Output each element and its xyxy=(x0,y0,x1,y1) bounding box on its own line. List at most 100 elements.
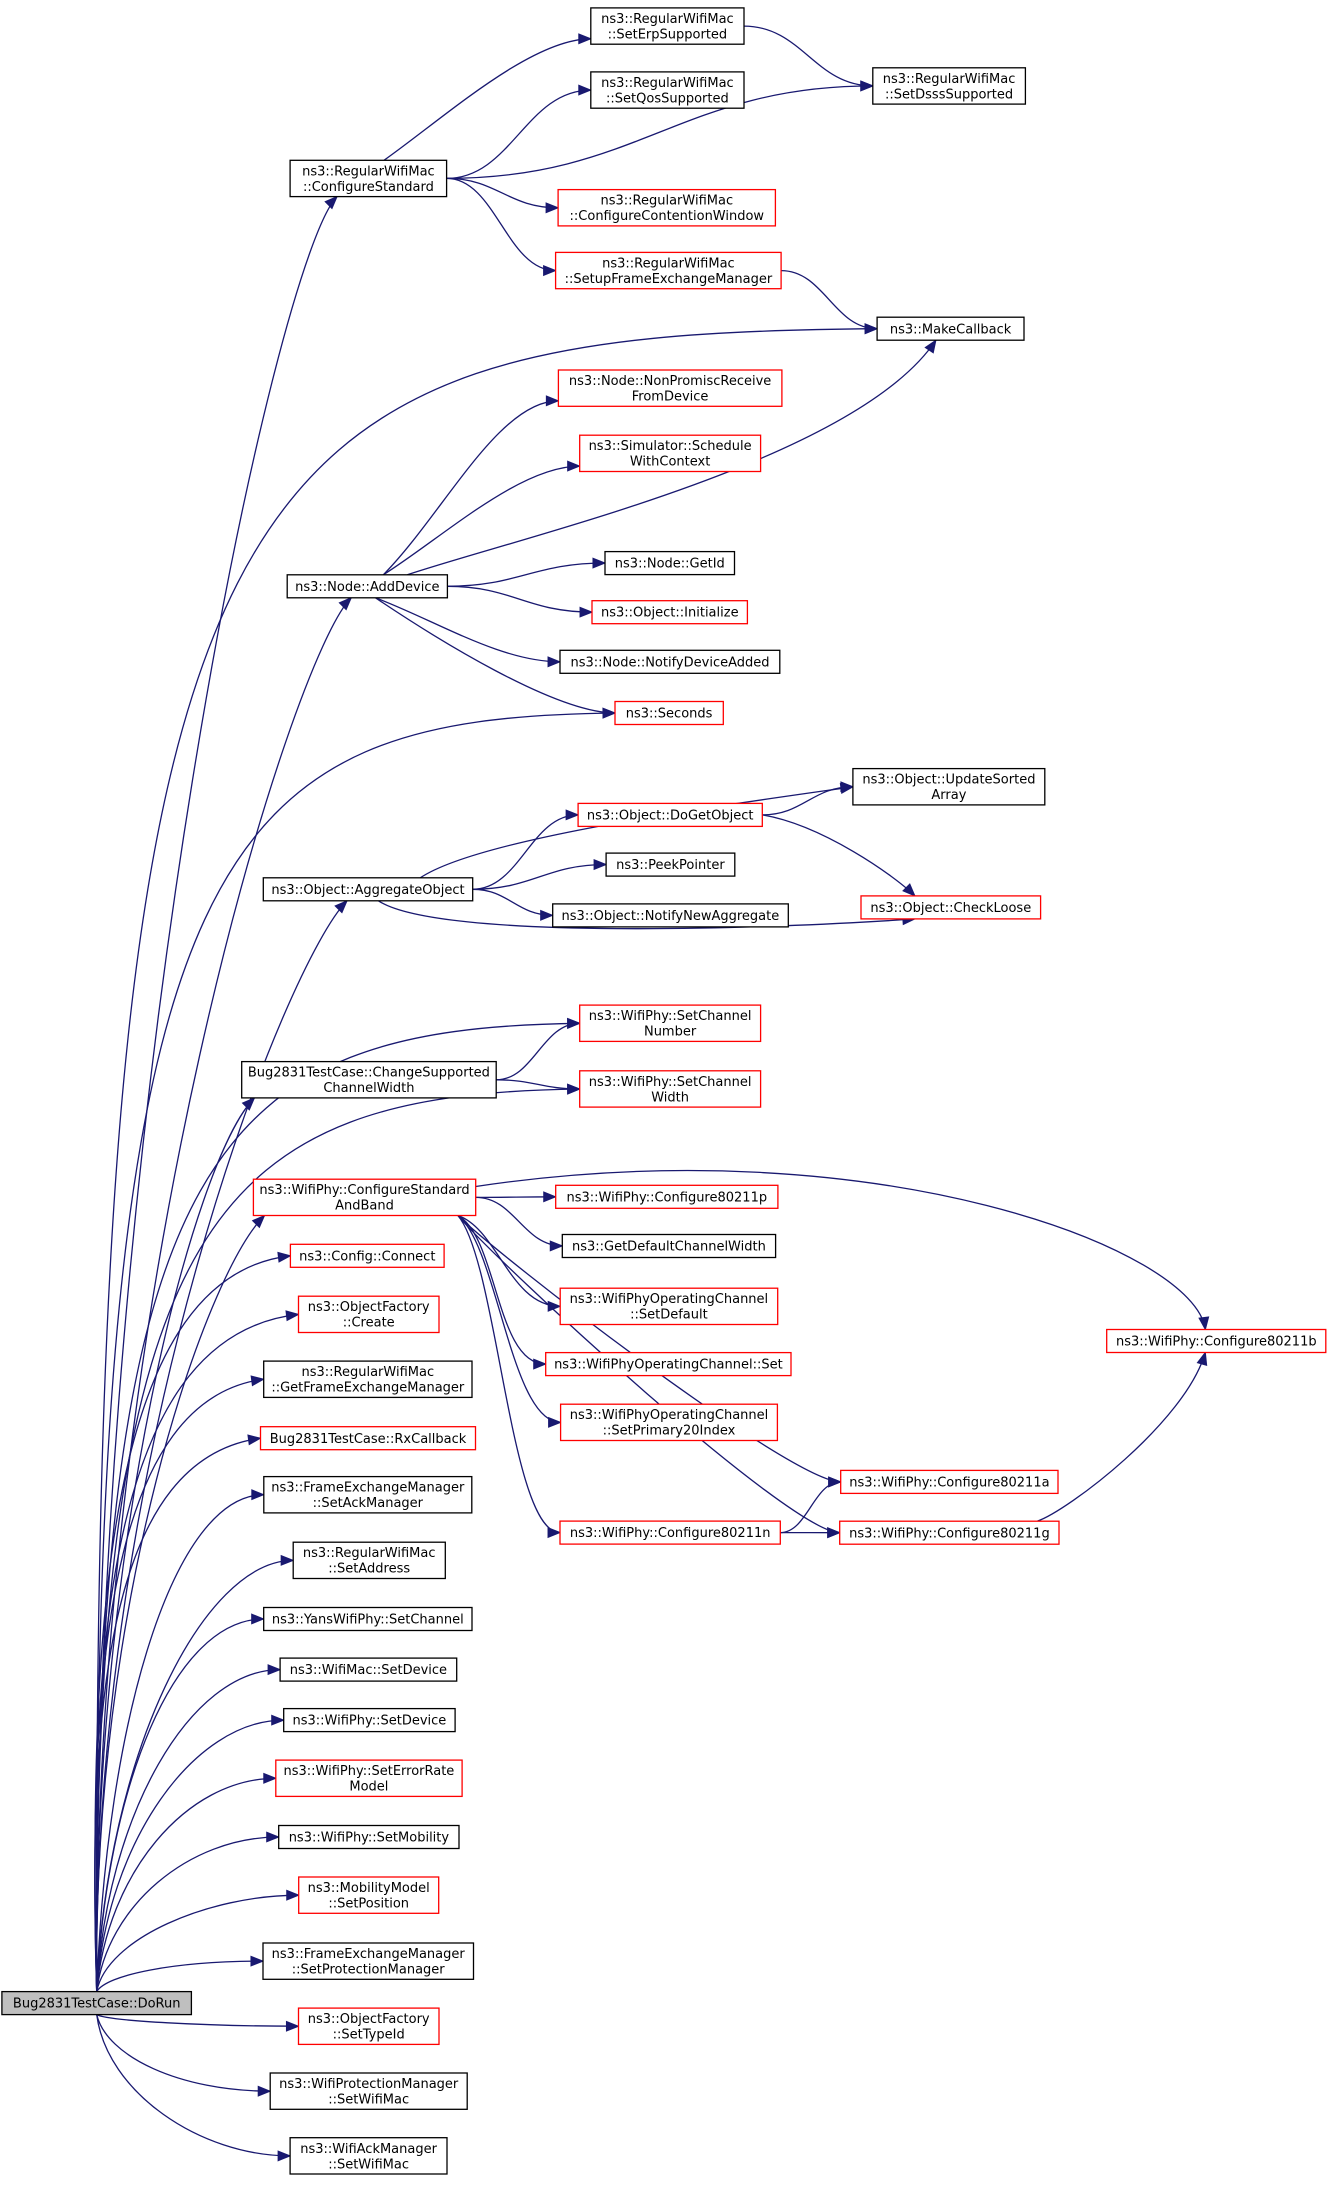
node-ofCreate[interactable]: ns3::ObjectFactory::Create xyxy=(297,1295,440,1334)
node-box xyxy=(561,1233,777,1259)
node-phySetDev[interactable]: ns3::WifiPhy::SetDevice xyxy=(283,1707,456,1733)
node-yansSetCh[interactable]: ns3::YansWifiPhy::SetChannel xyxy=(263,1606,473,1632)
node-label: ns3::RegularWifiMac xyxy=(883,72,1016,87)
node-box xyxy=(559,1403,779,1442)
node-label: ns3::RegularWifiMac xyxy=(600,194,733,209)
node-wpmSetMac[interactable]: ns3::WifiProtectionManager::SetWifiMac xyxy=(269,2072,468,2110)
node-wamSetMac[interactable]: ns3::WifiAckManager::SetWifiMac xyxy=(289,2137,448,2175)
node-c11a[interactable]: ns3::WifiPhy::Configure80211a xyxy=(840,1469,1059,1495)
edge-cfgStdBand-opSet xyxy=(457,1214,548,1370)
node-opSet[interactable]: ns3::WifiPhyOperatingChannel::Set xyxy=(545,1351,792,1377)
node-box xyxy=(545,1351,792,1377)
node-addDevice[interactable]: ns3::Node::AddDevice xyxy=(286,574,449,599)
edge-root-setAckMgr xyxy=(96,1489,266,1992)
edge-aggObj-notifyAgg xyxy=(472,888,555,921)
node-c11g[interactable]: ns3::WifiPhy::Configure80211g xyxy=(839,1520,1060,1545)
node-objInit[interactable]: ns3::Object::Initialize xyxy=(591,600,749,625)
node-box xyxy=(263,1475,473,1514)
node-box xyxy=(559,1520,781,1545)
node-label: ns3::Config::Connect xyxy=(299,1249,435,1264)
node-makeCb[interactable]: ns3::MakeCallback xyxy=(876,316,1025,341)
node-getId[interactable]: ns3::Node::GetId xyxy=(604,550,736,576)
node-label: ::SetTypeId xyxy=(333,2028,405,2043)
node-label: ns3::WifiPhy::SetChannel xyxy=(589,1009,752,1024)
node-notifyDev[interactable]: ns3::Node::NotifyDeviceAdded xyxy=(559,649,781,674)
node-box xyxy=(292,1541,446,1580)
node-label: ns3::WifiProtectionManager xyxy=(279,2077,459,2092)
node-setProt[interactable]: ns3::FrameExchangeManager::SetProtection… xyxy=(262,1942,475,1980)
edge-root-setProt xyxy=(96,1955,265,1992)
node-setErp[interactable]: ns3::RegularWifiMac::SetErpSupported xyxy=(590,7,745,45)
node-box xyxy=(591,600,749,625)
node-label: Bug2831TestCase::RxCallback xyxy=(270,1432,467,1447)
node-label: ::ConfigureContentionWindow xyxy=(570,209,765,224)
node-box xyxy=(1,1990,193,2016)
node-label: ns3::WifiPhy::SetDevice xyxy=(292,1714,446,1729)
node-setupFem[interactable]: ns3::RegularWifiMac::SetupFrameExchangeM… xyxy=(554,251,782,290)
node-chgSupp[interactable]: Bug2831TestCase::ChangeSupportedChannelW… xyxy=(241,1060,497,1099)
node-setTypeId[interactable]: ns3::ObjectFactory::SetTypeId xyxy=(297,2007,440,2046)
edge-root-setPos xyxy=(96,1889,301,1992)
node-label: ::SetAckManager xyxy=(313,1496,424,1511)
node-label: ns3::MobilityModel xyxy=(308,1881,430,1896)
node-opSetP20[interactable]: ns3::WifiPhyOperatingChannel::SetPrimary… xyxy=(559,1403,779,1442)
node-label: ::ConfigureStandard xyxy=(303,180,434,195)
node-label: ns3::FrameExchangeManager xyxy=(271,1481,465,1496)
node-box xyxy=(252,1178,477,1217)
node-getDefCw[interactable]: ns3::GetDefaultChannelWidth xyxy=(561,1233,777,1259)
node-label: ns3::WifiPhy::Configure80211n xyxy=(570,1526,771,1541)
node-doGetObj[interactable]: ns3::Object::DoGetObject xyxy=(577,802,763,828)
node-box xyxy=(604,550,736,576)
node-label: ns3::WifiAckManager xyxy=(300,2142,437,2157)
node-label: ns3::Object::Initialize xyxy=(601,606,739,621)
node-setMob[interactable]: ns3::WifiPhy::SetMobility xyxy=(278,1824,460,1850)
call-nodes: Bug2831TestCase::DoRun ns3::RegularWifiMa… xyxy=(1,7,1327,2175)
node-getFem[interactable]: ns3::RegularWifiMac::GetFrameExchangeMan… xyxy=(263,1360,473,1399)
node-root[interactable]: Bug2831TestCase::DoRun xyxy=(1,1990,193,2016)
node-box xyxy=(259,1426,477,1451)
node-label: ns3::WifiPhy::Configure80211p xyxy=(566,1190,767,1205)
node-aggObj[interactable]: ns3::Object::AggregateObject xyxy=(262,877,474,902)
node-box xyxy=(579,434,762,473)
edge-doGetObj-updSorted xyxy=(762,781,855,816)
node-macSetDev[interactable]: ns3::WifiMac::SetDevice xyxy=(279,1657,458,1682)
node-label: ::SetDefault xyxy=(630,1308,708,1323)
node-setAckMgr[interactable]: ns3::FrameExchangeManager::SetAckManager xyxy=(263,1475,473,1514)
node-cfgConnect[interactable]: ns3::Config::Connect xyxy=(289,1243,445,1268)
edge-c11n-c11a xyxy=(780,1476,843,1534)
node-setDsss[interactable]: ns3::RegularWifiMac::SetDsssSupported xyxy=(872,67,1027,105)
edge-root-makeCb xyxy=(95,323,879,1992)
node-box xyxy=(554,251,782,290)
node-box xyxy=(1106,1328,1327,1354)
node-c11b[interactable]: ns3::WifiPhy::Configure80211b xyxy=(1106,1328,1327,1354)
node-setQos[interactable]: ns3::RegularWifiMac::SetQosSupported xyxy=(590,71,745,109)
node-label: ns3::YansWifiPhy::SetChannel xyxy=(272,1613,464,1628)
node-cfgStd[interactable]: ns3::RegularWifiMac::ConfigureStandard xyxy=(289,159,448,198)
node-opSetDef[interactable]: ns3::WifiPhyOperatingChannel::SetDefault xyxy=(559,1287,779,1326)
node-cfgCont[interactable]: ns3::RegularWifiMac::ConfigureContention… xyxy=(557,188,777,227)
node-checkLoose[interactable]: ns3::Object::CheckLoose xyxy=(860,895,1042,920)
node-label: ns3::RegularWifiMac xyxy=(601,12,734,27)
node-peekPtr[interactable]: ns3::PeekPointer xyxy=(605,852,736,877)
node-setAddr[interactable]: ns3::RegularWifiMac::SetAddress xyxy=(292,1541,446,1580)
node-box xyxy=(860,895,1042,920)
node-label: ns3::Node::NotifyDeviceAdded xyxy=(570,655,769,670)
node-label: Model xyxy=(349,1780,388,1795)
node-c11p[interactable]: ns3::WifiPhy::Configure80211p xyxy=(555,1184,779,1209)
node-rxCb[interactable]: Bug2831TestCase::RxCallback xyxy=(259,1426,477,1451)
node-seconds[interactable]: ns3::Seconds xyxy=(614,700,724,726)
node-c11n[interactable]: ns3::WifiPhy::Configure80211n xyxy=(559,1520,781,1545)
node-box xyxy=(590,7,745,45)
node-notifyAgg[interactable]: ns3::Object::NotifyNewAggregate xyxy=(552,903,789,928)
node-label: ns3::Object::NotifyNewAggregate xyxy=(562,909,780,924)
node-setPos[interactable]: ns3::MobilityModel::SetPosition xyxy=(298,1876,440,1914)
node-label: ns3::RegularWifiMac xyxy=(602,256,735,271)
